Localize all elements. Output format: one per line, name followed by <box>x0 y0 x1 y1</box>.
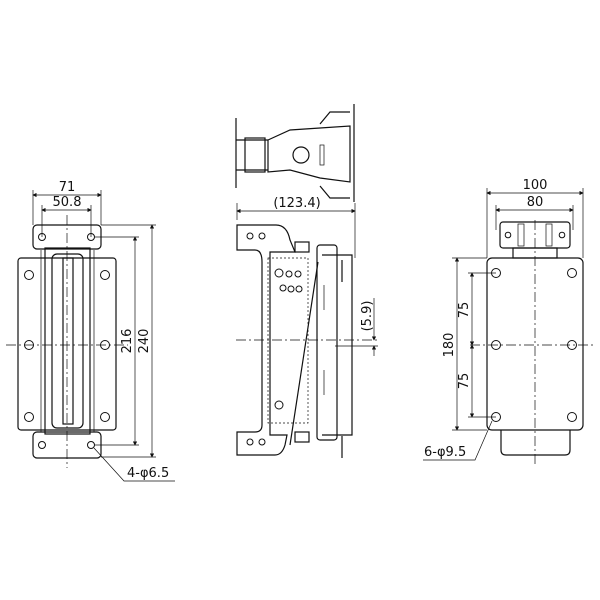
dim-50-8: 50.8 <box>53 195 82 210</box>
dim-123-4: (123.4) <box>273 196 320 211</box>
front-view: 71 50.8 216 240 4-φ6.5 <box>6 180 175 482</box>
dim-216: 216 <box>120 329 135 354</box>
dim-75-lower: 75 <box>457 373 472 390</box>
dim-180: 180 <box>442 333 457 358</box>
dim-71: 71 <box>59 180 76 195</box>
rear-view: 100 80 180 75 75 6-φ9.5 <box>423 178 594 465</box>
hole-callout-6: 6-φ9.5 <box>424 445 466 460</box>
dim-80: 80 <box>527 195 544 210</box>
dim-75-upper: 75 <box>457 302 472 319</box>
dim-240: 240 <box>137 329 152 354</box>
dim-100: 100 <box>523 178 548 193</box>
dim-5-9: (5.9) <box>360 301 375 332</box>
side-view: (123.4) (5.9) <box>235 104 378 458</box>
hole-callout-4: 4-φ6.5 <box>127 466 169 481</box>
